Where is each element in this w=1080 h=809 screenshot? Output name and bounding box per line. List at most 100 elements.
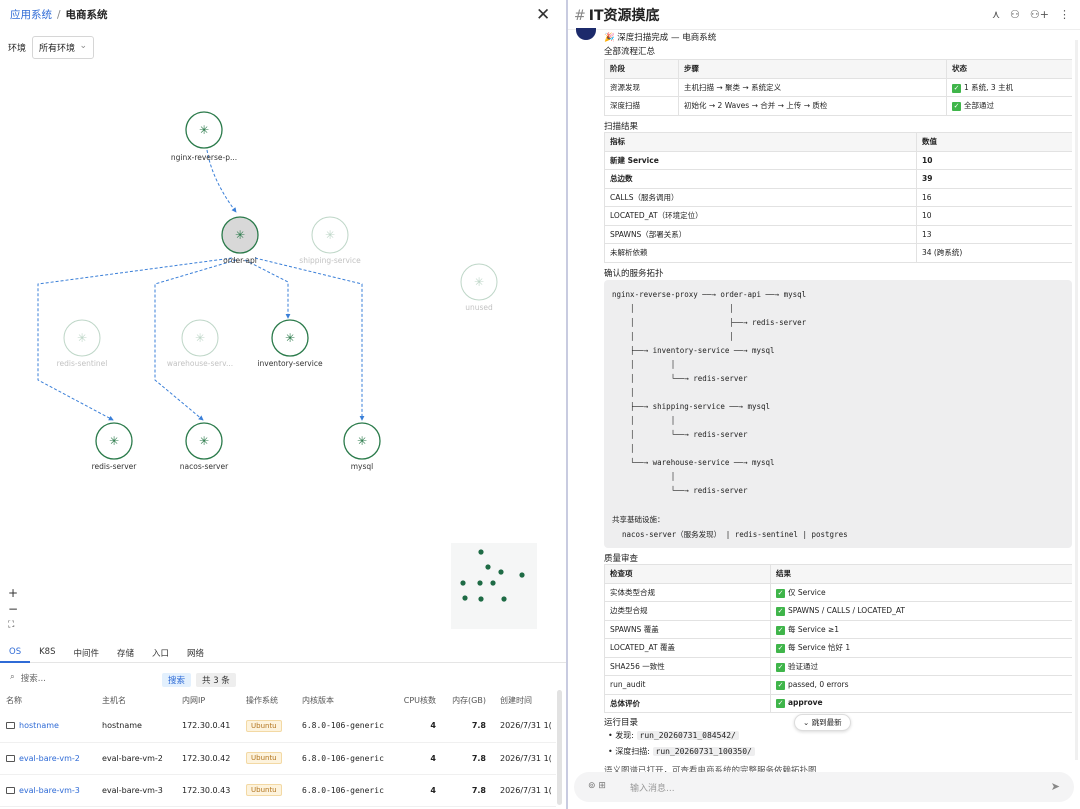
row-mem: 7.8 [444,774,494,807]
node-label: warehouse-serv... [167,359,233,368]
bot-avatar [576,28,596,40]
svg-text:✳: ✳ [474,275,484,289]
row-host: eval-bare-vm-3 [96,774,176,807]
message-title: 🎉 深度扫描完成 — 电商系统 [604,33,717,43]
table-row[interactable]: eval-bare-vm-2 eval-bare-vm-2 172.30.0.4… [0,742,556,775]
node-nginx[interactable]: ✳ nginx-reverse-p... [171,111,237,162]
svg-text:✳: ✳ [199,434,209,448]
tab-network[interactable]: 网络 [187,649,205,659]
minimap-dots [460,549,525,602]
chat-scrollbar[interactable] [1075,40,1078,760]
col-kernel[interactable]: 内核版本 [302,695,334,705]
row-kernel: 6.8.0-106-generic [296,774,392,807]
check-icon: ✓ [952,102,961,112]
header-icons: ⋏ ⚇ ⚇+ ⋮ [992,8,1070,21]
tab-os[interactable]: OS [0,645,31,663]
check-icon: ✓ [776,699,785,709]
table-row[interactable]: hostname hostname 172.30.0.41 Ubuntu 6.8… [0,710,556,743]
row-host: eval-bare-vm-2 [96,742,176,775]
table-row[interactable]: eval-bare-vm-3 eval-bare-vm-3 172.30.0.4… [0,774,556,807]
row-name[interactable]: eval-bare-vm-2 [19,753,80,763]
node-order[interactable]: ✳ order-api [221,216,259,265]
check-icon: ✓ [776,588,785,598]
section-heading: 质量审查 [604,554,639,564]
tab-k8s[interactable]: K8S [39,647,56,657]
col-host[interactable]: 主机名 [102,695,126,705]
col-ip[interactable]: 内网IP [182,695,206,705]
chevron-down-icon: ⌄ [803,718,810,727]
node-label: nginx-reverse-p... [171,153,237,162]
more-icon[interactable]: ⋮ [1059,8,1070,21]
close-icon[interactable]: ✕ [536,5,551,25]
edge-order-redis [37,257,233,421]
tab-ingress[interactable]: 入口 [152,649,170,659]
send-icon[interactable]: ➤ [1050,780,1060,793]
node-unused[interactable]: ✳ unused [460,263,498,312]
jump-latest-button[interactable]: ⌄ 跳到最新 [794,714,851,731]
row-kernel: 6.8.0-106-generic [296,710,392,743]
check-icon: ✓ [776,606,785,616]
chat-panel: #IT资源摸底 ⋏ ⚇ ⚇+ ⋮ 🎉 深度扫描完成 — 电商系统 全部流程汇总 … [568,0,1080,809]
node-mysql[interactable]: ✳ mysql [343,422,381,471]
col-cpu[interactable]: CPU核数 [403,695,436,705]
panel-divider[interactable] [566,0,568,809]
node-nacos[interactable]: ✳ nacos-server [180,422,229,471]
env-select[interactable]: 所有环境 ⌄ [32,36,95,59]
tab-storage[interactable]: 存储 [117,649,135,659]
graph-nodes: ✳ nginx-reverse-p... ✳ order-api ✳ shipp… [57,111,498,471]
node-shipping[interactable]: ✳ shipping-service [299,216,361,265]
resource-tabs: OS K8S 中间件 存储 入口 网络 [0,645,566,663]
row-mem: 7.8 [444,742,494,775]
node-label: order-api [223,256,257,265]
zoom-in-button[interactable]: + [8,586,19,600]
row-name[interactable]: hostname [19,721,59,731]
breadcrumb-sep: / [57,8,61,21]
col-mem[interactable]: 内存(GB) [452,695,486,705]
search-box[interactable]: ⌕ 搜索... [10,672,46,684]
env-filter: 环境 所有环境 ⌄ [8,36,95,59]
chat-header: #IT资源摸底 ⋏ ⚇ ⚇+ ⋮ [568,0,1080,30]
topology-icon[interactable]: ⋏ [991,8,1001,21]
svg-text:✳: ✳ [199,123,209,137]
table-scrollbar[interactable] [557,690,562,805]
node-sentinel[interactable]: ✳ redis-sentinel [57,319,108,368]
row-cpu: 4 [392,710,444,743]
topology-graph[interactable]: ✳ nginx-reverse-p... ✳ order-api ✳ shipp… [0,60,566,640]
col-os[interactable]: 操作系统 [246,695,278,705]
breadcrumb-current: 电商系统 [65,9,108,21]
edge-order-nacos [154,259,237,421]
node-warehouse[interactable]: ✳ warehouse-serv... [167,319,233,368]
run-item: • 深度扫描: run_20260731_100350/ [608,746,755,757]
node-redis[interactable]: ✳ redis-server [92,422,138,471]
users-icon[interactable]: ⚇ [1010,8,1020,21]
minimap[interactable] [451,543,537,629]
tab-middleware[interactable]: 中间件 [73,649,99,659]
breadcrumb-root-link[interactable]: 应用系统 [10,9,52,21]
search-button[interactable]: 搜索 [162,673,192,687]
message-input[interactable]: 输入消息... [630,784,675,794]
edge-order-inventory [244,259,291,319]
attach-icon[interactable]: ⊚ ⊞ [588,781,606,791]
search-icon: ⌕ [10,672,15,682]
col-name[interactable]: 名称 [6,695,22,705]
zoom-out-button[interactable]: − [8,602,19,616]
fit-view-button[interactable]: ⛶ [8,620,15,630]
qa-table: 检查项结果 实体类型合规✓仅 Service 边类型合规✓SPAWNS / CA… [604,564,1072,713]
svg-text:✳: ✳ [235,228,245,242]
section-heading: 确认的服务拓扑 [604,269,664,279]
monitor-icon [6,786,15,794]
row-cpu: 4 [392,774,444,807]
row-created: 2026/7/31 1( [494,774,556,807]
row-kernel: 6.8.0-106-generic [296,742,392,775]
search-input[interactable]: 搜索... [20,674,46,684]
left-panel: 应用系统 / 电商系统 ✕ 环境 所有环境 ⌄ ✳ nginx-rev [0,5,566,807]
row-cpu: 4 [392,742,444,775]
svg-text:✳: ✳ [357,434,367,448]
node-inventory[interactable]: ✳ inventory-service [257,319,323,368]
node-label: redis-server [92,462,138,471]
add-user-icon[interactable]: ⚇+ [1029,8,1049,21]
trailing-text: 语义图谱已打开，可查看电商系统的完整服务依赖拓扑图 [604,766,817,772]
monitor-icon [6,722,15,730]
row-name[interactable]: eval-bare-vm-3 [19,785,80,795]
col-created[interactable]: 创建时间 [500,695,532,705]
